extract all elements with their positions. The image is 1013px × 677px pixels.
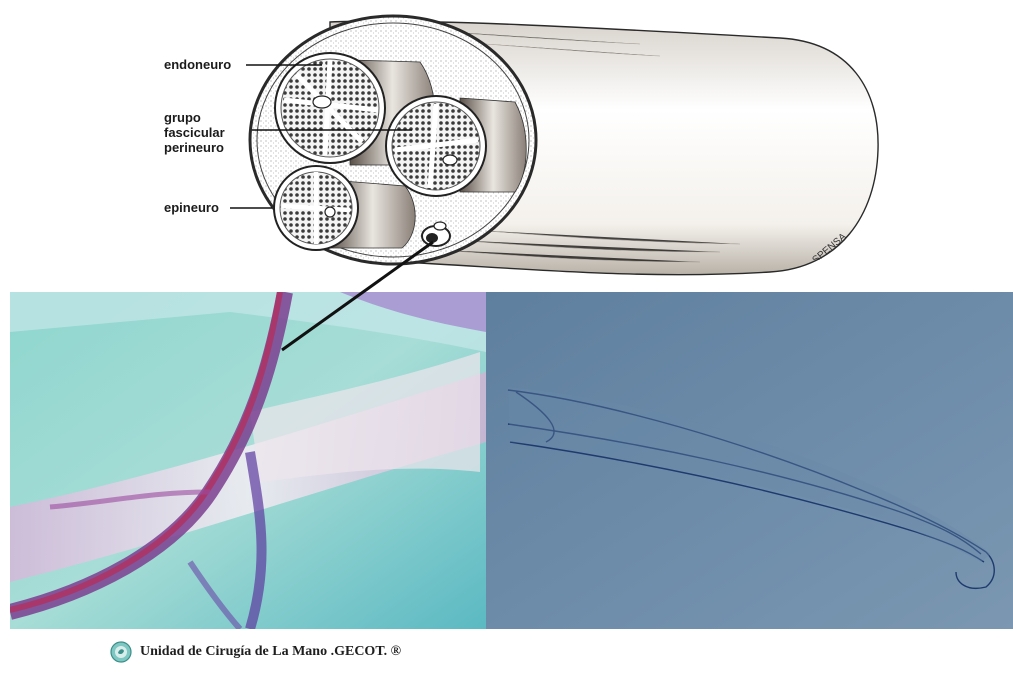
signature-text: SPENSA: [811, 231, 846, 260]
footer: Unidad de Cirugía de La Mano .GECOT. ®: [110, 640, 401, 664]
microscope-fiber-photo: [486, 292, 1013, 629]
label-fascicular: fascicular: [164, 125, 225, 140]
label-epineuro: epineuro: [164, 200, 219, 215]
stained-nerve-photo: [10, 292, 486, 629]
label-perineuro: perineuro: [164, 140, 224, 155]
artist-signature: SPENSA: [798, 220, 846, 260]
gecot-logo-icon: [110, 641, 132, 663]
fascicle-top: [275, 53, 385, 163]
fascicle-bottom: [274, 166, 358, 250]
label-endoneuro: endoneuro: [164, 57, 231, 72]
label-grupo: grupo: [164, 110, 201, 125]
fascicle-right: [386, 96, 486, 196]
nerve-cross-section-illustration: [0, 0, 1013, 300]
footer-text: Unidad de Cirugía de La Mano .GECOT. ®: [140, 644, 401, 660]
